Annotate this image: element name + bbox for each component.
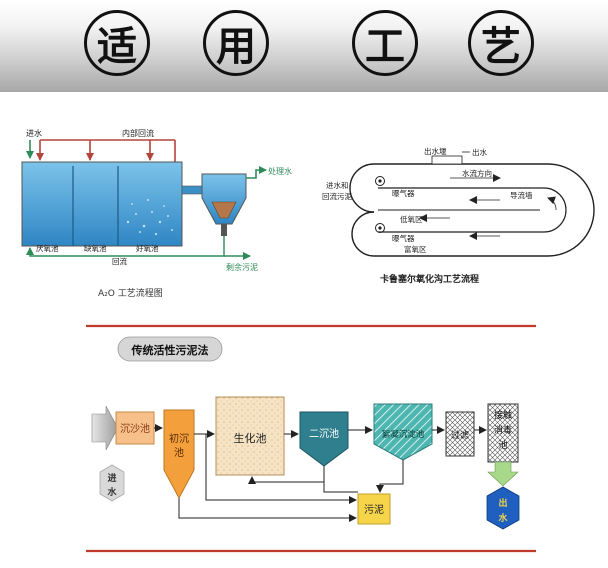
disinfection-label-1: 接触 xyxy=(494,409,512,421)
a2o-clarifier xyxy=(201,173,247,225)
outlet-label-2: 水 xyxy=(498,512,508,524)
secondary-clarifier-label: 二沉池 xyxy=(309,427,339,440)
secondary-clarifier xyxy=(299,411,349,467)
bio-tank xyxy=(215,396,285,476)
a2o-anaerobic-label: 厌氧池 xyxy=(36,243,59,253)
disinfection-label-3: 池 xyxy=(498,439,507,451)
grit-chamber-label: 沉沙池 xyxy=(120,422,150,435)
carrousel-rich-oxygen-label: 富氧区 xyxy=(404,244,427,254)
aerator-icon xyxy=(375,223,385,233)
sludge-label: 污泥 xyxy=(364,503,384,516)
a2o-internal-reflux-label: 内部回流 xyxy=(122,128,154,138)
a2o-return-label: 回流 xyxy=(112,256,127,266)
carrousel-aerator-label-1: 曝气器 xyxy=(392,188,415,198)
a2o-excess-sludge-label: 剩余污泥 xyxy=(226,262,258,272)
banner-char-3: 工 xyxy=(352,10,418,76)
carrousel-outlet-label: 出水 xyxy=(472,147,487,157)
outlet-label-1: 出 xyxy=(498,497,507,509)
carrousel-aerator-label-2: 曝气器 xyxy=(392,233,415,243)
aerator-icon xyxy=(375,176,385,186)
a2o-caption: A₂O 工艺流程图 xyxy=(98,287,163,299)
bio-tank-label: 生化池 xyxy=(234,431,267,445)
inlet-arrow-icon xyxy=(91,405,119,451)
a2o-diagram: 进水 内部回流 厌氧池 缺氧池 好氧池 处理水 xyxy=(21,128,292,299)
primary-clarifier-label-2: 池 xyxy=(174,446,184,459)
coagulation-tank-label: 絮凝沉淀池 xyxy=(382,429,425,440)
a2o-tank xyxy=(21,161,183,247)
filter-unit xyxy=(445,411,475,457)
a2o-effluent-label: 处理水 xyxy=(268,166,292,176)
banner-char-1: 适 xyxy=(84,10,150,76)
grit-chamber xyxy=(115,411,155,445)
carrousel-inlet-label-1: 进水和 xyxy=(326,180,349,190)
sludge-box xyxy=(357,493,391,525)
banner-char-4: 艺 xyxy=(468,10,534,76)
method-title-pill xyxy=(117,336,223,362)
a2o-inlet-label: 进水 xyxy=(26,128,42,138)
traditional-diagram: 传统活性污泥法 沉沙池 进 水 初沉 池 生化池 二沉池 絮凝沉淀池 过滤 接触… xyxy=(86,324,536,553)
disinfection-label-2: 消毒 xyxy=(494,424,512,436)
inlet-badge xyxy=(99,464,125,502)
header-banner: 适 用 工 艺 xyxy=(0,0,608,92)
primary-clarifier-label-1: 初沉 xyxy=(169,432,189,445)
method-title: 传统活性污泥法 xyxy=(131,343,209,357)
carrousel-inlet-label-2: 回流污泥 xyxy=(322,191,352,201)
carrousel-flow-direction-label: 水流方向 xyxy=(462,168,492,178)
carrousel-guide-wall-label: 导流墙 xyxy=(510,190,533,200)
flow-arrows xyxy=(154,424,487,522)
outlet-badge xyxy=(486,486,520,530)
a2o-aerobic-label: 好氧池 xyxy=(136,243,159,253)
carrousel-low-oxygen-label: 低氧区 xyxy=(400,214,423,224)
inlet-label-1: 进 xyxy=(107,472,116,484)
a2o-anoxic-label: 缺氧池 xyxy=(84,243,107,253)
disinfection-tank xyxy=(487,403,519,463)
primary-clarifier xyxy=(163,409,195,500)
banner-char-2: 用 xyxy=(203,10,269,76)
filter-label: 过滤 xyxy=(451,429,469,441)
carrousel-outlet-weir-label: 出水堰 xyxy=(424,146,447,156)
carrousel-diagram: 出水堰 出水 水流方向 曝气器 曝气器 进水和 回流污泥 导流墙 低氧区 富氧区… xyxy=(322,146,595,285)
carrousel-caption: 卡鲁塞尔氧化沟工艺流程 xyxy=(380,273,479,285)
coagulation-tank xyxy=(373,403,433,461)
outlet-arrow-icon xyxy=(487,461,519,487)
inlet-label-2: 水 xyxy=(107,486,117,498)
